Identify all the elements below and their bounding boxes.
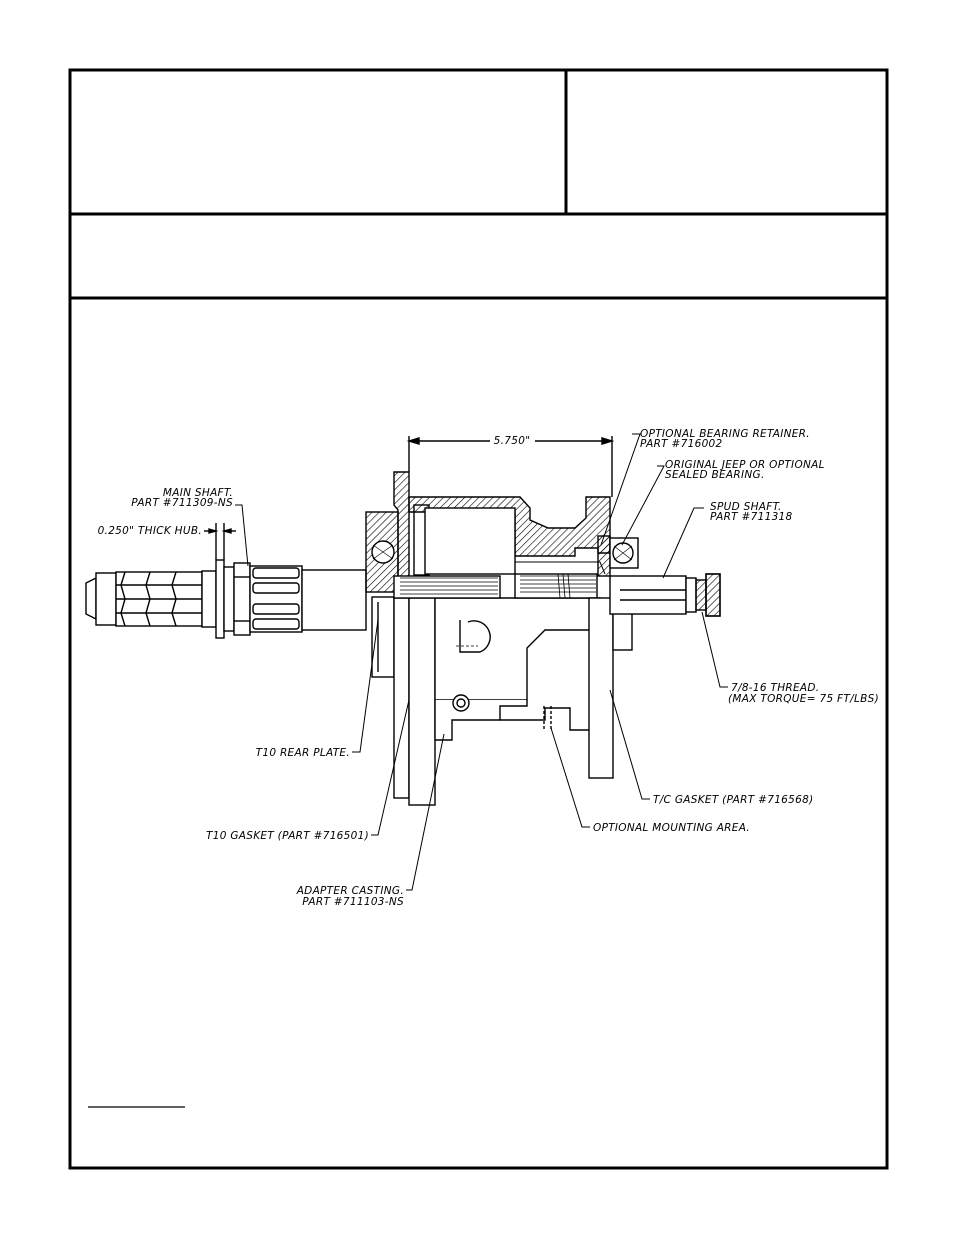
tc-gasket-label: T/C GASKET (PART #716568) — [653, 794, 814, 806]
main-shaft-label-2: PART #711309-NS — [131, 497, 233, 509]
adapter-housing — [408, 496, 611, 575]
labels: 5.750" OPTIONAL BEARING RETAINER. PART #… — [98, 428, 879, 908]
main-shaft — [85, 559, 367, 639]
mounting-area-label: OPTIONAL MOUNTING AREA. — [593, 822, 750, 834]
leader-lines — [235, 433, 728, 891]
main-shaft-label-1: MAIN SHAFT. — [163, 487, 233, 499]
adapter-casting-label-1: ADAPTER CASTING. — [296, 885, 404, 897]
t10-gasket — [393, 597, 410, 799]
sealed-bearing — [597, 535, 639, 577]
t10-rear-plate — [365, 511, 399, 678]
spline-gear — [393, 561, 606, 599]
sealed-bearing-label-2: SEALED BEARING. — [665, 469, 765, 481]
sealed-bearing-label-1: ORIGINAL JEEP OR OPTIONAL — [665, 459, 825, 471]
thread-label-2: (MAX TORQUE= 75 FT/LBS) — [728, 693, 879, 705]
thick-hub-label: 0.250" THICK HUB. — [98, 525, 202, 537]
rear-plate-label: T10 REAR PLATE. — [256, 747, 350, 759]
spud-shaft-label-2: PART #711318 — [710, 511, 793, 523]
spud-shaft — [609, 573, 721, 617]
bearing-retainer-label-1: OPTIONAL BEARING RETAINER. — [640, 428, 810, 440]
dimension-label: 5.750" — [494, 435, 531, 447]
bearing-retainer-label-2: PART #716002 — [640, 438, 723, 450]
assembly-drawing — [85, 433, 728, 891]
adapter-casting-label-2: PART #711103-NS — [302, 896, 404, 908]
spud-shaft-label-1: SPUD SHAFT. — [710, 501, 782, 513]
dimension-line — [406, 436, 615, 497]
title-block-frame — [68, 68, 889, 1170]
thread-label-1: 7/8-16 THREAD. — [731, 682, 819, 694]
t10-gasket-label: T10 GASKET (PART #716501) — [206, 830, 369, 842]
hub-dimension — [204, 523, 236, 560]
adapter-casting — [408, 504, 601, 806]
tc-gasket — [588, 597, 614, 779]
